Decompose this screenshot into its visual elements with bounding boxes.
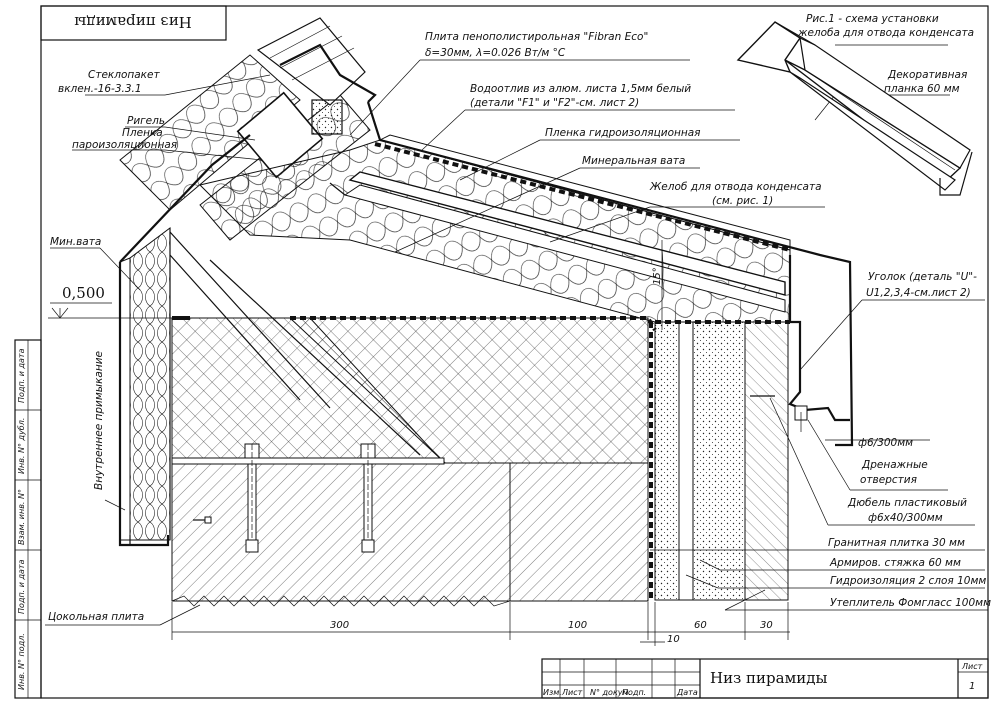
label-drain-holes-1: Дренажные — [861, 459, 928, 471]
waterproofing-layer — [678, 321, 694, 601]
label-foam-board-2: δ=30мм, λ=0.026 Вт/м °С — [425, 47, 566, 59]
sheet-number: 1 — [969, 681, 975, 692]
label-angle-1: Уголок (деталь "U"- — [868, 271, 977, 283]
gutter-lower — [343, 184, 786, 313]
label-fig1-2: желоба для отвода конденсата — [797, 27, 974, 39]
label-waterproof-film: Пленка гидроизоляционная — [545, 127, 700, 139]
title-block: Изм. Лист N° докум. Подп. Дата Низ пирам… — [541, 658, 989, 699]
stamp-col-date: Дата — [676, 688, 698, 697]
label-waterproofing: Гидроизоляция 2 слоя 10мм — [830, 575, 986, 587]
label-vapor-film-1: Пленка — [122, 127, 163, 139]
level-mark: 0,500 — [48, 284, 172, 319]
label-dowel-2: ф6х40/300мм — [868, 512, 943, 524]
label-condensate-gutter-1: Желоб для отвода конденсата — [649, 181, 822, 193]
side-stamp-cell-1: Подп. и дата — [17, 348, 26, 403]
anchor-bolt — [360, 443, 376, 553]
label-mineral-wool: Минеральная вата — [582, 155, 685, 167]
label-drain-dia: ф6/300мм — [858, 437, 913, 449]
condensate-gutter — [348, 171, 786, 296]
inner-junction-flashing — [118, 262, 170, 547]
label-granite: Гранитная плитка 30 мм — [828, 537, 965, 549]
glazing-insulation — [119, 54, 301, 211]
side-stamp-cell-2: Инв. N° дубл. — [17, 418, 26, 474]
rigel-profile — [236, 91, 324, 179]
dim-10: 10 — [667, 634, 680, 645]
label-mineral-wool-left: Мин.вата — [50, 236, 101, 248]
label-insulation: Утеплитель Фомгласс 100мм — [830, 597, 991, 609]
insulation-layer — [744, 321, 789, 601]
edge-angle — [788, 255, 850, 422]
label-plinth-slab: Цокольная плита — [48, 611, 144, 623]
annotation-labels: Стеклопакет вклен.-16-3.3.1 Ригель Пленк… — [48, 13, 991, 623]
level-mark-value: 0,500 — [62, 284, 105, 302]
plinth-slab-hatch — [171, 462, 511, 602]
dim-100: 100 — [568, 620, 587, 631]
dim-60: 60 — [694, 620, 707, 631]
concrete-block-main — [288, 317, 649, 464]
dim-30: 30 — [760, 620, 773, 631]
side-stamp-cell-4: Подп. и дата — [17, 559, 26, 614]
side-stamp-cell-3: Взам. инв. N° — [17, 489, 26, 545]
glass-unit — [256, 17, 366, 106]
label-drip-1: Водоотлив из алюм. листа 1,5мм белый — [470, 83, 691, 95]
stamp-col-izm: Изм. — [543, 688, 562, 697]
sheet-frame — [14, 5, 989, 699]
dim-300: 300 — [330, 620, 349, 631]
label-angle-2: U1,2,3,4-см.лист 2) — [866, 287, 971, 299]
label-drip-2: (детали "F1" и "F2"-см. лист 2) — [470, 97, 639, 109]
sheet-label: Лист — [961, 662, 983, 671]
label-foam-board-1: Плита пенополистирольная "Fibran Eco" — [425, 31, 648, 43]
plinth-slab-right — [509, 462, 649, 602]
section-drawing: 15° — [118, 17, 854, 607]
label-glass-unit-1: Стеклопакет — [88, 69, 160, 81]
mineral-wool-left — [129, 227, 171, 541]
side-stamp: Подп. и дата Инв. N° дубл. Взам. инв. N°… — [17, 348, 26, 690]
dimension-lines: 300 100 10 60 30 — [171, 602, 790, 646]
angle-15-label: 15° — [652, 267, 663, 285]
label-drain-holes-2: отверстия — [860, 474, 917, 486]
stamp-col-list: Лист — [561, 688, 583, 697]
granite-tile-layer — [654, 321, 680, 601]
ground-break — [171, 595, 511, 607]
stamp-col-sign: Подп. — [622, 688, 646, 697]
label-screed: Армиров. стяжка 60 мм — [829, 557, 961, 569]
drawing-title: Низ пирамиды — [710, 669, 827, 687]
mirrored-title-box: Низ пирамиды — [40, 5, 227, 41]
label-dowel-1: Дюбель пластиковый — [847, 497, 967, 509]
anchor-bolt — [244, 443, 260, 553]
label-inner-junction: Внутреннее примыкание — [93, 351, 105, 490]
label-deco-strip-1: Декоративная — [887, 69, 967, 81]
base-plate — [171, 457, 445, 465]
mirrored-title: Низ пирамиды — [74, 13, 191, 31]
label-vapor-film-2: пароизоляционная — [72, 139, 177, 151]
label-fig1-1: Рис.1 - схема установки — [806, 13, 939, 25]
stamp-col-doc: N° докум. — [590, 688, 631, 697]
aluminium-drip — [366, 101, 854, 447]
frame-profile — [279, 43, 377, 103]
rigel-seal — [311, 99, 343, 135]
leader-lines — [45, 44, 988, 626]
waterproof-film-line — [374, 142, 791, 252]
label-deco-strip-2: планка 60 мм — [884, 83, 960, 95]
label-condensate-gutter-2: (см. рис. 1) — [712, 195, 773, 207]
label-glass-unit-2: вклен.-16-3.3.1 — [58, 83, 142, 95]
label-rigel: Ригель — [127, 115, 165, 127]
outer-flashing-left — [119, 134, 251, 263]
side-stamp-cell-5: Инв. N° подл. — [17, 633, 26, 690]
fig1-gutter-schematic — [736, 21, 973, 196]
screed-layer — [692, 321, 746, 601]
